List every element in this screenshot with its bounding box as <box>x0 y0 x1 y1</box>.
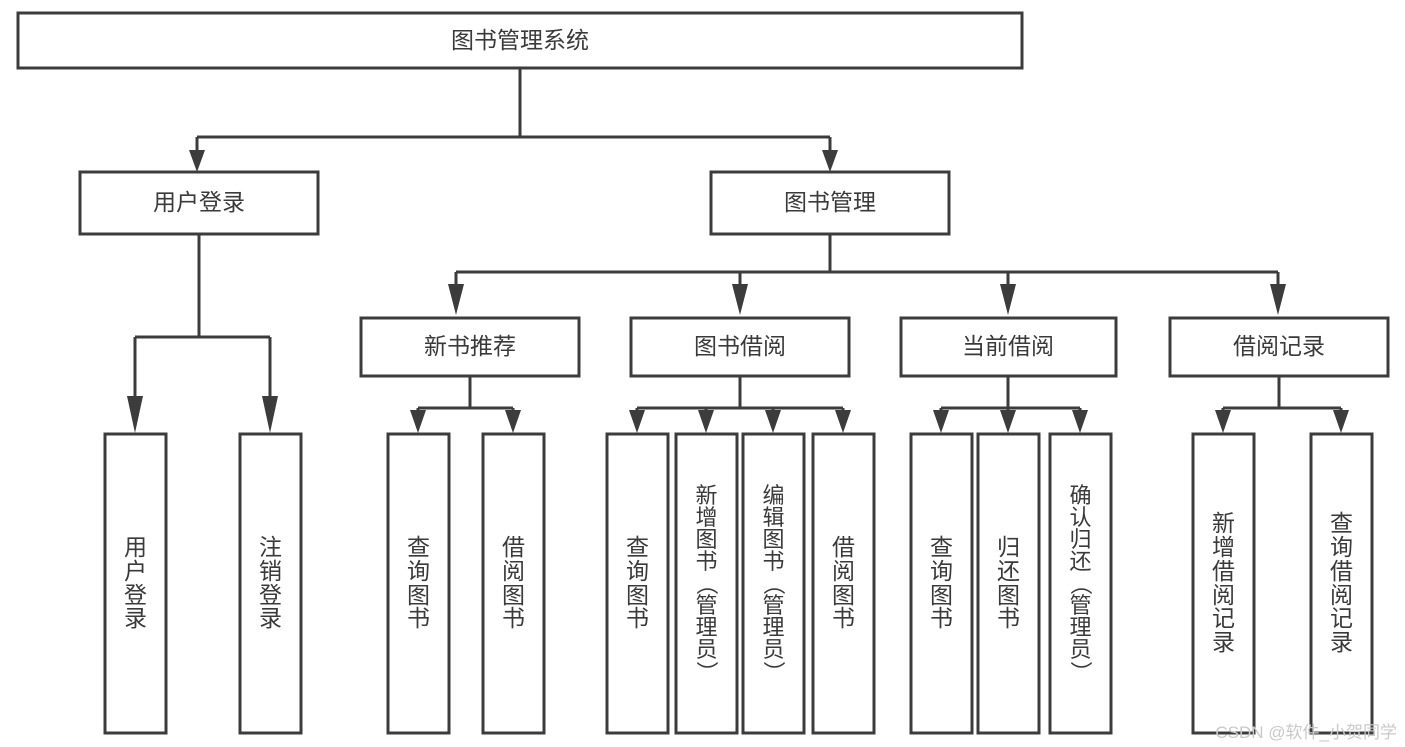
arrow-head-icon <box>1000 410 1016 433</box>
leaf-box-user-login-1[interactable] <box>238 432 303 735</box>
connector-root-to-level2 <box>189 68 838 172</box>
node-borrow-record-label: 借阅记录 <box>1233 333 1325 359</box>
arrow-head-icon <box>1000 284 1016 315</box>
arrow-head-icon <box>1215 410 1231 433</box>
node-book-management-label: 图书管理 <box>784 189 876 215</box>
node-book-borrow[interactable]: 图书借阅 <box>629 316 851 378</box>
arrow-head-icon <box>1072 410 1088 433</box>
connector-borrow-record-to-leaves <box>1215 376 1349 433</box>
arrow-head-icon <box>189 150 205 172</box>
node-current-borrow-box[interactable] <box>899 316 1118 378</box>
arrow-head-icon <box>732 284 748 315</box>
leaf-box-borrow-record-1[interactable] <box>1309 432 1374 735</box>
node-root[interactable]: 图书管理系统 <box>16 11 1024 70</box>
connector-book-management-to-level3 <box>448 234 1286 315</box>
leaf-box-current-borrow-1[interactable] <box>976 432 1041 735</box>
node-borrow-record[interactable]: 借阅记录 <box>1168 316 1390 378</box>
node-new-book-recommend-label: 新书推荐 <box>424 333 516 359</box>
leaf-box-new-book-0[interactable] <box>386 432 451 735</box>
node-current-borrow-label: 当前借阅 <box>962 333 1054 359</box>
node-new-book-recommend[interactable]: 新书推荐 <box>359 316 581 378</box>
leaf-box-current-borrow-2[interactable] <box>1048 432 1113 735</box>
arrow-head-icon <box>822 150 838 172</box>
arrow-head-icon <box>505 410 521 433</box>
node-root-label: 图书管理系统 <box>451 27 589 53</box>
leaf-box-user-login-0[interactable] <box>103 432 168 735</box>
arrow-head-icon <box>698 410 714 433</box>
arrow-head-icon <box>933 410 949 433</box>
arrow-head-icon <box>127 396 143 433</box>
leaf-box-book-borrow-0[interactable] <box>605 432 670 735</box>
leaf-box-current-borrow-0[interactable] <box>909 432 974 735</box>
node-current-borrow[interactable]: 当前借阅 <box>899 316 1118 378</box>
arrow-head-icon <box>410 410 426 433</box>
connector-user-login-to-leaves <box>127 234 278 433</box>
arrow-head-icon <box>1333 410 1349 433</box>
arrow-head-icon <box>448 284 464 315</box>
arrow-head-icon <box>629 410 645 433</box>
node-user-login-label: 用户登录 <box>153 189 245 215</box>
node-book-borrow-label: 图书借阅 <box>694 333 786 359</box>
node-user-login[interactable]: 用户登录 <box>78 170 320 236</box>
node-user-login-box[interactable] <box>78 170 320 236</box>
connector-current-borrow-to-leaves <box>933 376 1088 433</box>
arrow-head-icon <box>262 396 278 433</box>
arrow-head-icon <box>835 410 851 433</box>
node-root-box[interactable] <box>16 11 1024 70</box>
arrow-head-icon <box>765 410 781 433</box>
connector-new-book-recommend-to-leaves <box>410 376 521 433</box>
leaf-box-book-borrow-1[interactable] <box>674 432 739 735</box>
leaf-box-borrow-record-0[interactable] <box>1191 432 1256 735</box>
node-book-management[interactable]: 图书管理 <box>709 170 951 236</box>
leaf-box-book-borrow-2[interactable] <box>741 432 806 735</box>
watermark-text: CSDN @软件_小贺同学 <box>1215 723 1397 742</box>
arrow-head-icon <box>1270 284 1286 315</box>
leaf-box-book-borrow-3[interactable] <box>811 432 876 735</box>
leaf-box-new-book-1[interactable] <box>481 432 546 735</box>
node-new-book-recommend-box[interactable] <box>359 316 581 378</box>
connector-book-borrow-to-leaves <box>629 376 851 433</box>
